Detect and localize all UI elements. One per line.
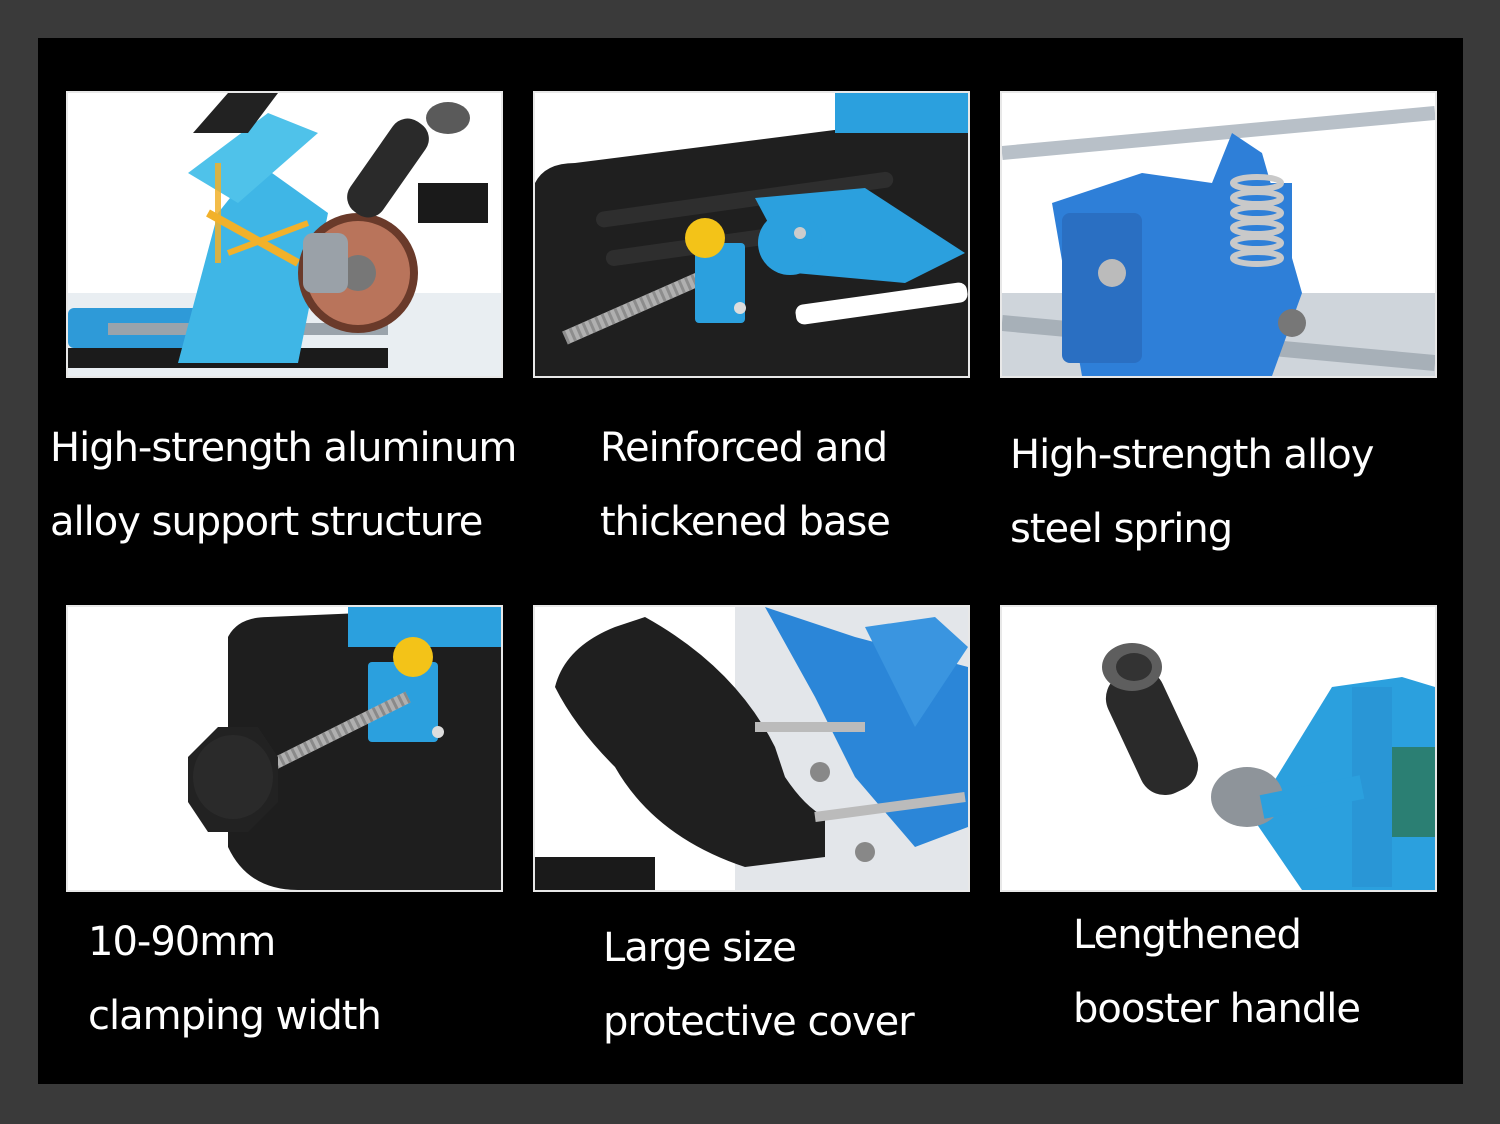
caption-line: thickened base [600,499,891,545]
caption-line: booster handle [1073,986,1361,1032]
caption-line: protective cover [603,999,915,1045]
caption-line: alloy support structure [50,499,483,545]
feature-photo-base [533,91,970,378]
caption-line: High-strength alloy [1010,432,1374,478]
feature-photo-cover [533,605,970,892]
feature-photo-clamp [66,605,503,892]
feature-caption-spring: High-strength alloy steel spring [1010,418,1374,566]
caption-line: 10-90mm [88,919,276,965]
caption-line: Large size [603,925,797,971]
caption-line: Reinforced and [600,425,888,471]
feature-caption-handle: Lengthened booster handle [1073,898,1361,1046]
feature-caption-support-structure: High-strength aluminum alloy support str… [50,411,517,559]
caption-line: steel spring [1010,506,1233,552]
feature-photo-handle [1000,605,1437,892]
feature-caption-clamp: 10-90mm clamping width [88,905,382,1053]
feature-photo-spring [1000,91,1437,378]
feature-caption-cover: Large size protective cover [603,911,915,1059]
feature-caption-base: Reinforced and thickened base [600,411,891,559]
feature-photo-support-structure [66,91,503,378]
caption-line: clamping width [88,993,382,1039]
caption-line: Lengthened [1073,912,1302,958]
caption-line: High-strength aluminum [50,425,517,471]
feature-sheet: High-strength aluminum alloy support str… [38,38,1463,1084]
